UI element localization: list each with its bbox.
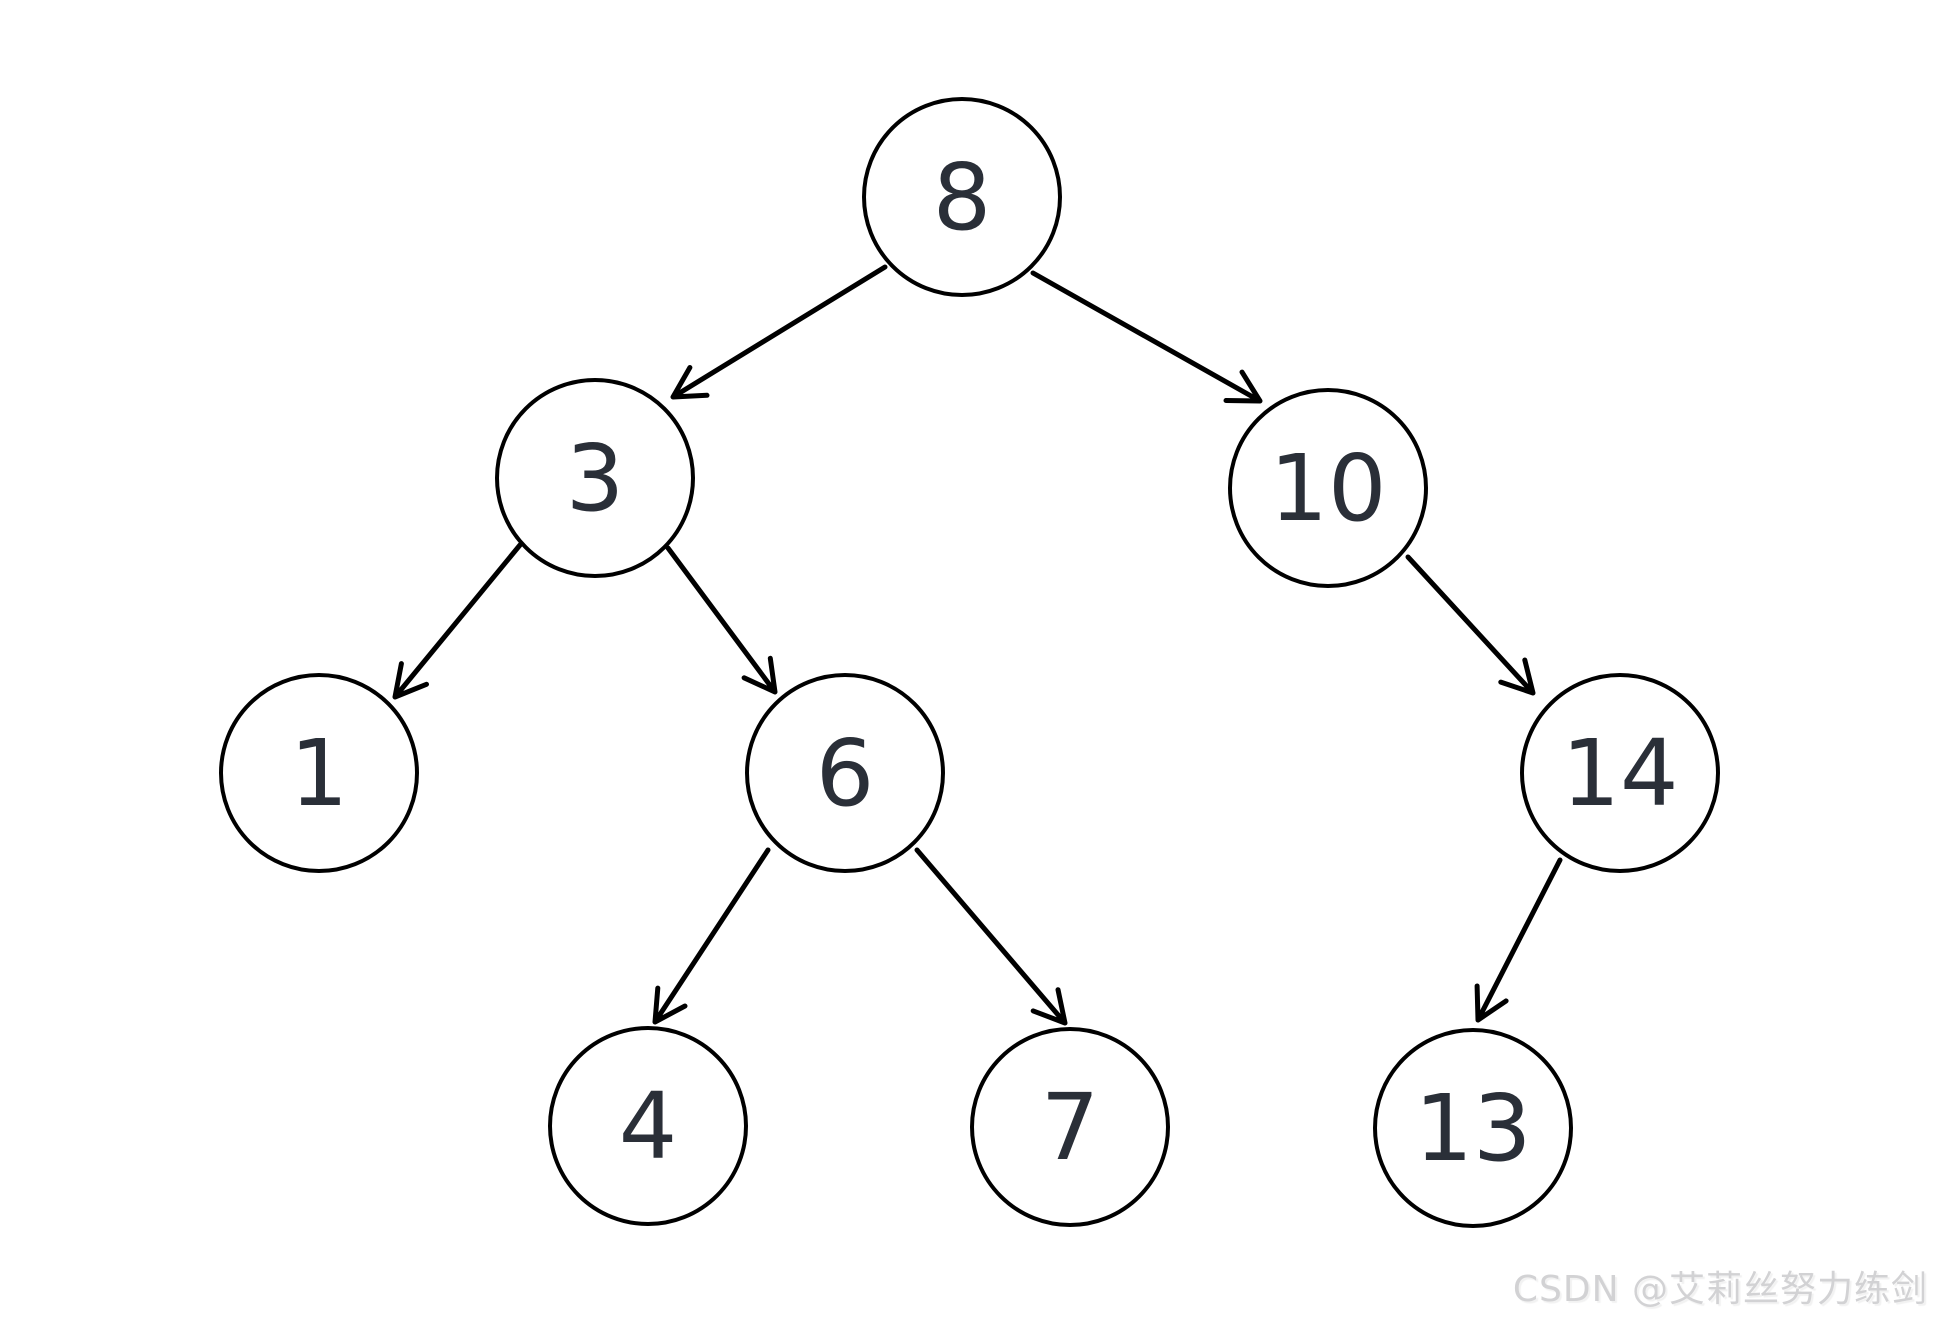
edge-3-6 — [665, 545, 778, 695]
node-label-13: 13 — [1414, 1075, 1531, 1182]
node-label-8: 8 — [933, 144, 992, 251]
tree-node-1 — [219, 673, 419, 873]
node-label-6: 6 — [816, 720, 875, 827]
tree-node-3 — [495, 378, 695, 578]
tree-node-8 — [862, 97, 1062, 297]
edge-6-7 — [914, 847, 1068, 1026]
edge-8-10 — [1030, 270, 1263, 404]
node-label-7: 7 — [1041, 1074, 1100, 1181]
node-label-14: 14 — [1561, 720, 1678, 827]
tree-node-4 — [548, 1026, 748, 1226]
edge-14-13 — [1474, 857, 1563, 1023]
tree-node-14 — [1520, 673, 1720, 873]
edge-3-1 — [392, 542, 523, 700]
edge-6-4 — [652, 847, 771, 1025]
node-label-3: 3 — [566, 425, 625, 532]
tree-node-13 — [1373, 1028, 1573, 1228]
node-label-1: 1 — [290, 720, 349, 827]
watermark: CSDN @艾莉丝努力练剑 — [1512, 1269, 1928, 1310]
node-label-10: 10 — [1269, 435, 1386, 542]
tree-node-6 — [745, 673, 945, 873]
node-label-4: 4 — [619, 1073, 678, 1180]
edge-8-3 — [670, 264, 888, 400]
tree-node-10 — [1228, 388, 1428, 588]
tree-node-7 — [970, 1027, 1170, 1227]
edge-10-14 — [1405, 554, 1536, 696]
